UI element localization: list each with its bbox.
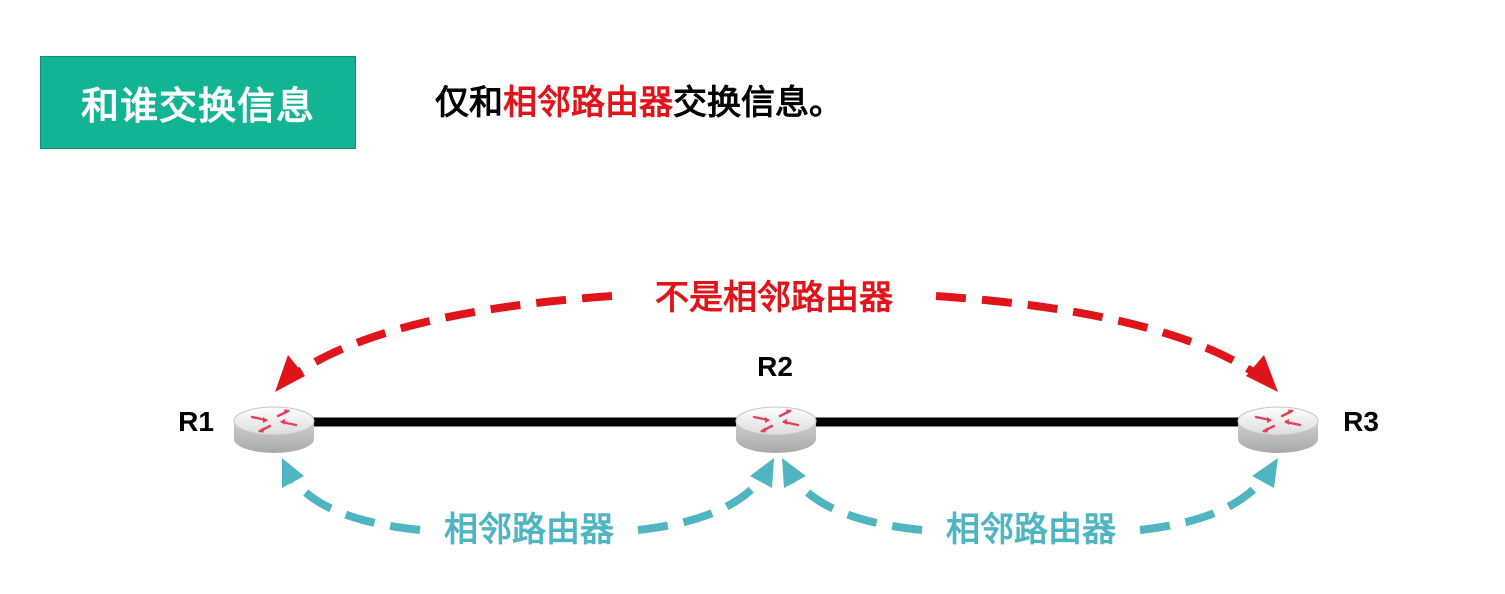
headline-highlight: 相邻路由器 bbox=[503, 83, 673, 123]
router-r2-label: R2 bbox=[757, 351, 793, 382]
not-neighbor-arrowhead-right bbox=[1246, 355, 1278, 392]
neighbor-right-arc-b bbox=[1139, 475, 1268, 534]
neighbor-right-label: 相邻路由器 bbox=[946, 510, 1117, 550]
neighbor-left-arc-a bbox=[288, 475, 421, 534]
not-neighbor-arc-left bbox=[287, 292, 613, 382]
neighbor-right-arc-a bbox=[790, 475, 923, 534]
headline-prefix: 仅和 bbox=[435, 83, 503, 123]
router-r1-label: R1 bbox=[178, 406, 214, 437]
neighbor-right-arrowhead-a bbox=[782, 458, 806, 488]
neighbor-left-arc-b bbox=[637, 475, 766, 534]
topic-tag-label: 和谁交换信息 bbox=[80, 84, 315, 128]
router-r3-icon bbox=[1236, 405, 1320, 455]
headline: 仅和相邻路由器交换信息。 bbox=[435, 76, 843, 130]
neighbor-left-arrowhead-a bbox=[282, 458, 304, 488]
router-r1-icon bbox=[232, 405, 316, 455]
neighbor-right-arrowhead-b bbox=[1252, 458, 1278, 488]
neighbor-left-arrowhead-b bbox=[750, 458, 774, 488]
headline-suffix: 交换信息。 bbox=[673, 83, 843, 123]
neighbor-left-label: 相邻路由器 bbox=[444, 510, 615, 550]
not-neighbor-arrowhead-left bbox=[275, 355, 305, 392]
not-neighbor-arc-right bbox=[935, 292, 1265, 382]
router-r3-label: R3 bbox=[1343, 406, 1379, 437]
not-neighbor-label: 不是相邻路由器 bbox=[655, 278, 894, 318]
router-r2-icon bbox=[734, 405, 818, 455]
topic-tag: 和谁交换信息 bbox=[40, 56, 356, 149]
